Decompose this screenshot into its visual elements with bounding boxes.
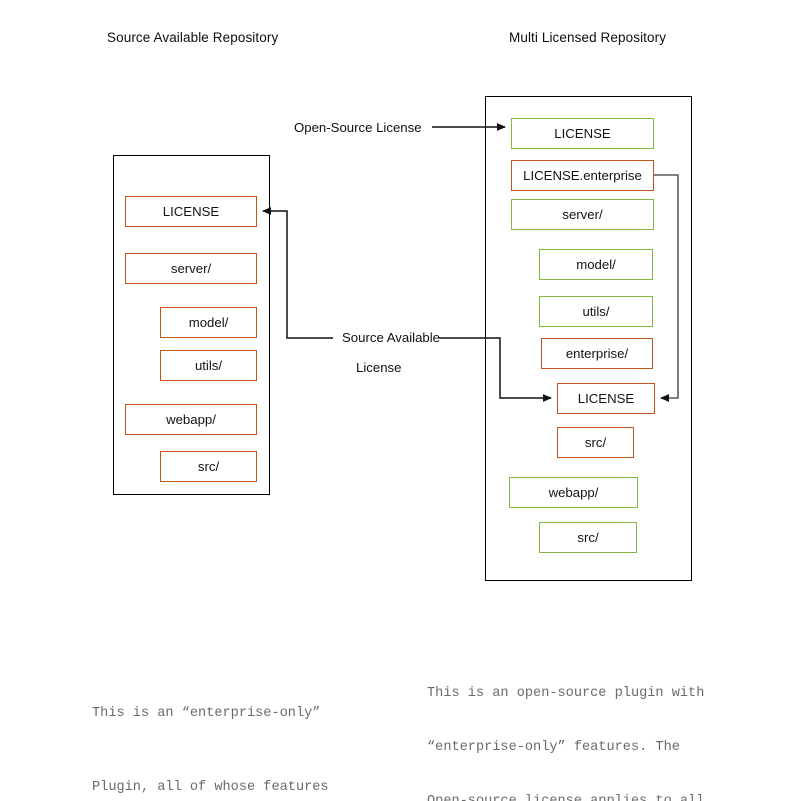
right-item-webapp[interactable]: webapp/ [509, 477, 638, 508]
left-item-server[interactable]: server/ [125, 253, 257, 284]
right-caption-line-1: This is an open-source plugin with [427, 686, 705, 701]
annotation-open-source-license: Open-Source License [294, 120, 422, 135]
right-item-utils[interactable]: utils/ [539, 296, 653, 327]
annotation-source-available-license-line2: License [356, 360, 402, 375]
right-item-license-enterprise[interactable]: LICENSE.enterprise [511, 160, 654, 191]
arrow-source-available-to-left-license [262, 207, 333, 339]
right-item-src-open-source[interactable]: src/ [539, 522, 637, 553]
right-item-model[interactable]: model/ [539, 249, 653, 280]
left-item-model[interactable]: model/ [160, 307, 257, 338]
right-caption-line-2: “enterprise-only” features. The [427, 740, 680, 755]
left-caption-line-2: Plugin, all of whose features [92, 780, 329, 795]
right-caption: This is an open-source plugin with “ente… [427, 652, 704, 801]
left-item-utils[interactable]: utils/ [160, 350, 257, 381]
right-panel-title: Multi Licensed Repository [509, 30, 667, 45]
left-item-webapp[interactable]: webapp/ [125, 404, 257, 435]
right-item-license-source-available[interactable]: LICENSE [557, 383, 655, 414]
left-item-src[interactable]: src/ [160, 451, 257, 482]
right-item-server[interactable]: server/ [511, 199, 654, 230]
right-item-license-open-source[interactable]: LICENSE [511, 118, 654, 149]
left-panel-title: Source Available Repository [107, 30, 279, 45]
left-caption: This is an “enterprise-only” Plugin, all… [92, 652, 378, 801]
left-item-license[interactable]: LICENSE [125, 196, 257, 227]
right-item-enterprise[interactable]: enterprise/ [541, 338, 653, 369]
right-item-src-enterprise[interactable]: src/ [557, 427, 634, 458]
right-caption-line-3: Open-source license applies to all [427, 790, 704, 801]
left-caption-line-1: This is an “enterprise-only” [92, 706, 321, 721]
annotation-source-available-license-line1: Source Available [342, 330, 440, 345]
